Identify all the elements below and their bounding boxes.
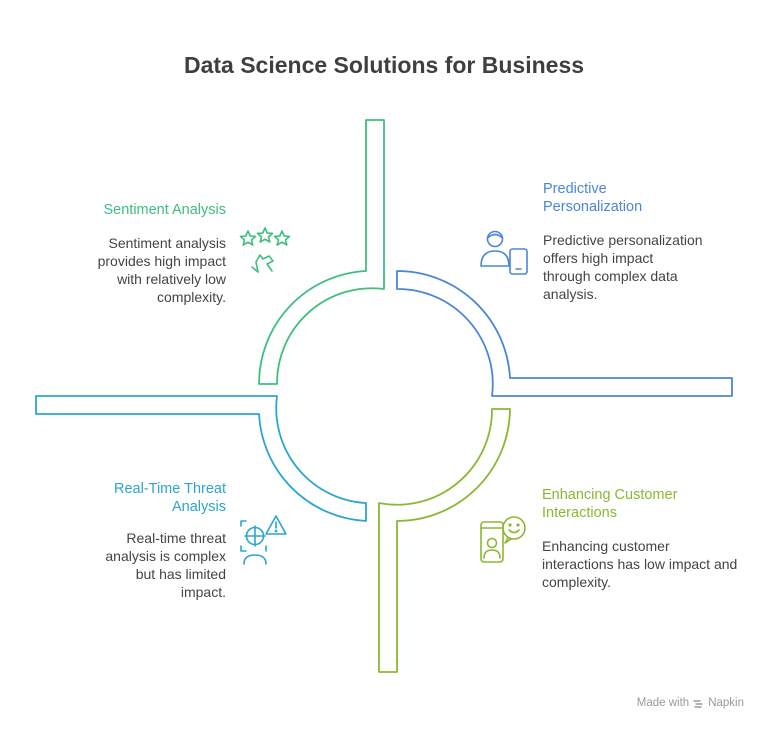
- page-title: Data Science Solutions for Business: [183, 52, 585, 78]
- footer: Made with Napkin: [637, 697, 744, 709]
- threat-title-line1: Real-Time Threat: [113, 481, 226, 497]
- threat-title: Real-Time Threat Analysis: [26, 480, 226, 516]
- made-with-label: Made with: [636, 697, 690, 709]
- personalization-title: Predictive Personalization: [543, 180, 743, 216]
- threat-description: Real-time threat analysis is complex but…: [105, 530, 226, 600]
- customer-description: Enhancing customer interactions has low …: [542, 538, 738, 590]
- threat-scan-icon: [240, 515, 287, 565]
- customer-title-line2: Interactions: [542, 505, 617, 521]
- personalization-quadrant-shape: [396, 270, 733, 397]
- customer-title-line1: Enhancing Customer: [542, 487, 678, 503]
- customer-title: Enhancing Customer Interactions: [542, 486, 752, 522]
- personalization-title-line1: Predictive: [543, 181, 607, 197]
- napkin-brand: Napkin: [708, 697, 744, 709]
- person-mobile-icon: [480, 230, 528, 275]
- personalization-description: Predictive personalization offers high i…: [543, 232, 703, 302]
- stars-hand-icon: [239, 227, 291, 273]
- chat-smiley-icon: [480, 516, 526, 563]
- sentiment-description: Sentiment analysis provides high impact …: [97, 235, 226, 305]
- sentiment-title: Sentiment Analysis: [103, 202, 226, 218]
- sentiment-quadrant-shape: [258, 119, 385, 385]
- threat-title-line2: Analysis: [172, 499, 226, 515]
- personalization-title-line2: Personalization: [543, 199, 643, 215]
- customer-quadrant-shape: [378, 408, 511, 673]
- threat-quadrant-shape: [35, 395, 367, 522]
- napkin-logo-icon: [693, 699, 703, 708]
